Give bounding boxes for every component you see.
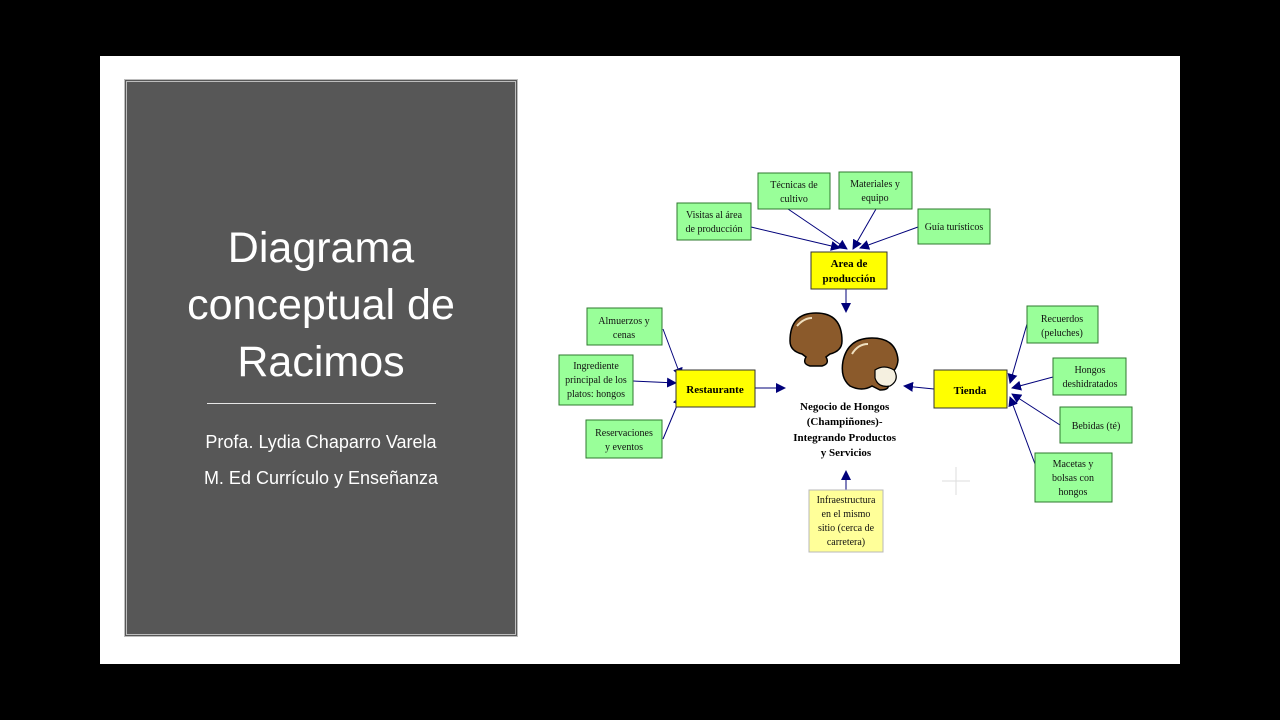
node-almuerzos: Almuerzos y cenas — [586, 307, 663, 346]
node-bebidas: Bebidas (té) — [1059, 406, 1133, 444]
node-guia: Guía turísticos — [917, 208, 991, 245]
title-divider — [207, 403, 436, 404]
center-line-3: Integrando Productos — [793, 432, 896, 444]
center-line-4: y Servicios — [821, 447, 872, 459]
node-recuerdos: Recuerdos (peluches) — [1026, 305, 1099, 344]
center-concept: Negocio de Hongos (Champiñones)- Integra… — [793, 401, 899, 459]
svg-text:Negocio de Hongos (Cha: Negocio de Hongos (Champiñones)- Integra… — [793, 401, 899, 459]
center-line-2: (Champiñones)- — [807, 416, 883, 428]
author-name: Profa. Lydia Chaparro Varela — [205, 432, 437, 452]
title-line-2: conceptual de — [187, 281, 455, 329]
node-reservaciones-line-1: Reservaciones — [595, 428, 653, 439]
node-materiales-line-2: equipo — [861, 193, 888, 204]
title-line-1: Diagrama — [227, 224, 415, 272]
node-tecnicas-line-2: cultivo — [780, 194, 808, 205]
cluster-diagram: Visitas al área de producción Técnicas de… — [558, 171, 1133, 553]
hub-area-line-1: Area de — [831, 258, 868, 270]
svg-text:Bebidas (té): Bebidas (té) — [1072, 421, 1121, 432]
hub-tienda-line-1: Tienda — [954, 385, 987, 397]
title-line-3: Racimos — [237, 338, 405, 386]
node-materiales-line-1: Materiales y — [850, 179, 900, 190]
node-infra-line-4: carretera) — [827, 537, 865, 548]
author-degree: M. Ed Currículo y Enseñanza — [203, 468, 439, 488]
node-hongos-deshidratados: Hongos deshidratados — [1052, 357, 1127, 396]
svg-text:Recuerdos(peluches): Recuerdos (peluches) — [1041, 314, 1083, 339]
node-recuerdos-line-2: (peluches) — [1041, 328, 1083, 339]
node-almuerzos-line-1: Almuerzos y — [598, 316, 649, 327]
node-infra-line-2: en el mismo — [822, 509, 871, 520]
hub-restaurante-line-1: Restaurante — [686, 384, 744, 396]
node-ingrediente: Ingrediente principal de los platos: hongo… — [558, 354, 634, 406]
node-recuerdos-line-1: Recuerdos — [1041, 314, 1083, 325]
hub-restaurante: Restaurante — [675, 369, 756, 408]
node-ingrediente-line-3: platos: hongos — [567, 389, 625, 400]
svg-text:Tienda: Tienda — [954, 385, 987, 397]
node-reservaciones: Reservaciones y eventos — [585, 419, 663, 459]
node-visitas-line-2: de producción — [686, 224, 743, 235]
node-visitas: Visitas al área de producción — [676, 202, 752, 241]
node-ingrediente-line-2: principal de los — [565, 375, 627, 386]
hub-area-line-2: producción — [823, 273, 876, 285]
node-infraestructura: Infraestructura en el mismo sitio (cerca d… — [808, 489, 884, 553]
node-infra-line-1: Infraestructura — [817, 495, 876, 506]
crosshair-cursor-icon — [942, 467, 970, 495]
node-hongos-line-2: deshidratados — [1063, 379, 1118, 390]
center-line-1: Negocio de Hongos — [800, 401, 890, 413]
slide-title: Diagrama conceptual de Racimos — [127, 220, 515, 391]
node-ingrediente-line-1: Ingrediente — [573, 361, 619, 372]
node-visitas-line-1: Visitas al área — [686, 210, 743, 221]
node-reservaciones-line-2: y eventos — [605, 442, 643, 453]
node-tecnicas-line-1: Técnicas de — [770, 180, 818, 191]
node-materiales: Materiales y equipo — [838, 171, 913, 210]
node-bebidas-line-1: Bebidas (té) — [1072, 421, 1121, 432]
mushroom-image — [789, 312, 899, 391]
node-macetas-line-2: bolsas con — [1052, 473, 1094, 484]
node-hongos-line-1: Hongos — [1074, 365, 1105, 376]
node-almuerzos-line-2: cenas — [613, 330, 635, 341]
node-infra-line-3: sitio (cerca de — [818, 523, 875, 534]
slide: Diagrama conceptual de Racimos Profa. Ly… — [100, 56, 1180, 664]
node-macetas: Macetas y bolsas con hongos — [1034, 452, 1113, 503]
hub-tienda: Tienda — [933, 369, 1008, 409]
node-tecnicas: Técnicas de cultivo — [757, 172, 831, 210]
svg-text:Guía turísticos: Guía turísticos — [925, 222, 984, 233]
node-macetas-line-1: Macetas y — [1053, 459, 1094, 470]
node-guia-line-1: Guía turísticos — [925, 222, 984, 233]
title-panel: Diagrama conceptual de Racimos Profa. Ly… — [124, 79, 518, 637]
node-macetas-line-3: hongos — [1059, 487, 1088, 498]
connectors — [632, 208, 1061, 490]
hub-area-produccion: Area de producción — [810, 251, 888, 290]
svg-text:Restaurante: Restaurante — [686, 384, 744, 396]
